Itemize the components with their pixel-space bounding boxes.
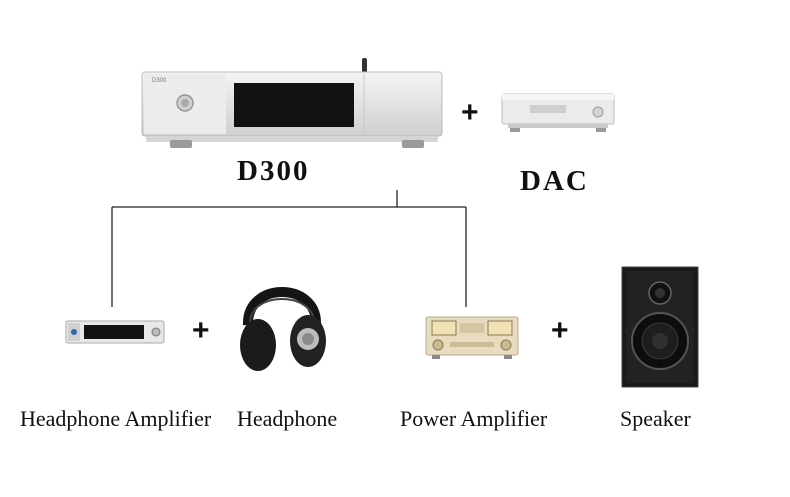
headphone-label: Headphone (237, 406, 338, 431)
headphone-icon (240, 287, 326, 371)
dac-label: DAC (520, 165, 589, 197)
dac-unit-icon (501, 93, 615, 132)
power-amplifier-icon (425, 316, 519, 359)
d300-label: D300 (237, 155, 310, 187)
plus-sign-dac: + (461, 96, 479, 129)
speaker-label: Speaker (620, 406, 691, 431)
headphone-amplifier-label: Headphone Amplifier (20, 406, 212, 431)
plus-sign-headphone: + (192, 314, 210, 347)
music-server-icon: D300 (141, 58, 443, 148)
device-badge: D300 (152, 78, 167, 84)
speaker-icon (621, 266, 699, 388)
power-amplifier-label: Power Amplifier (400, 406, 548, 431)
plus-sign-speaker: + (551, 314, 569, 347)
headphone-amplifier-icon (65, 320, 165, 344)
